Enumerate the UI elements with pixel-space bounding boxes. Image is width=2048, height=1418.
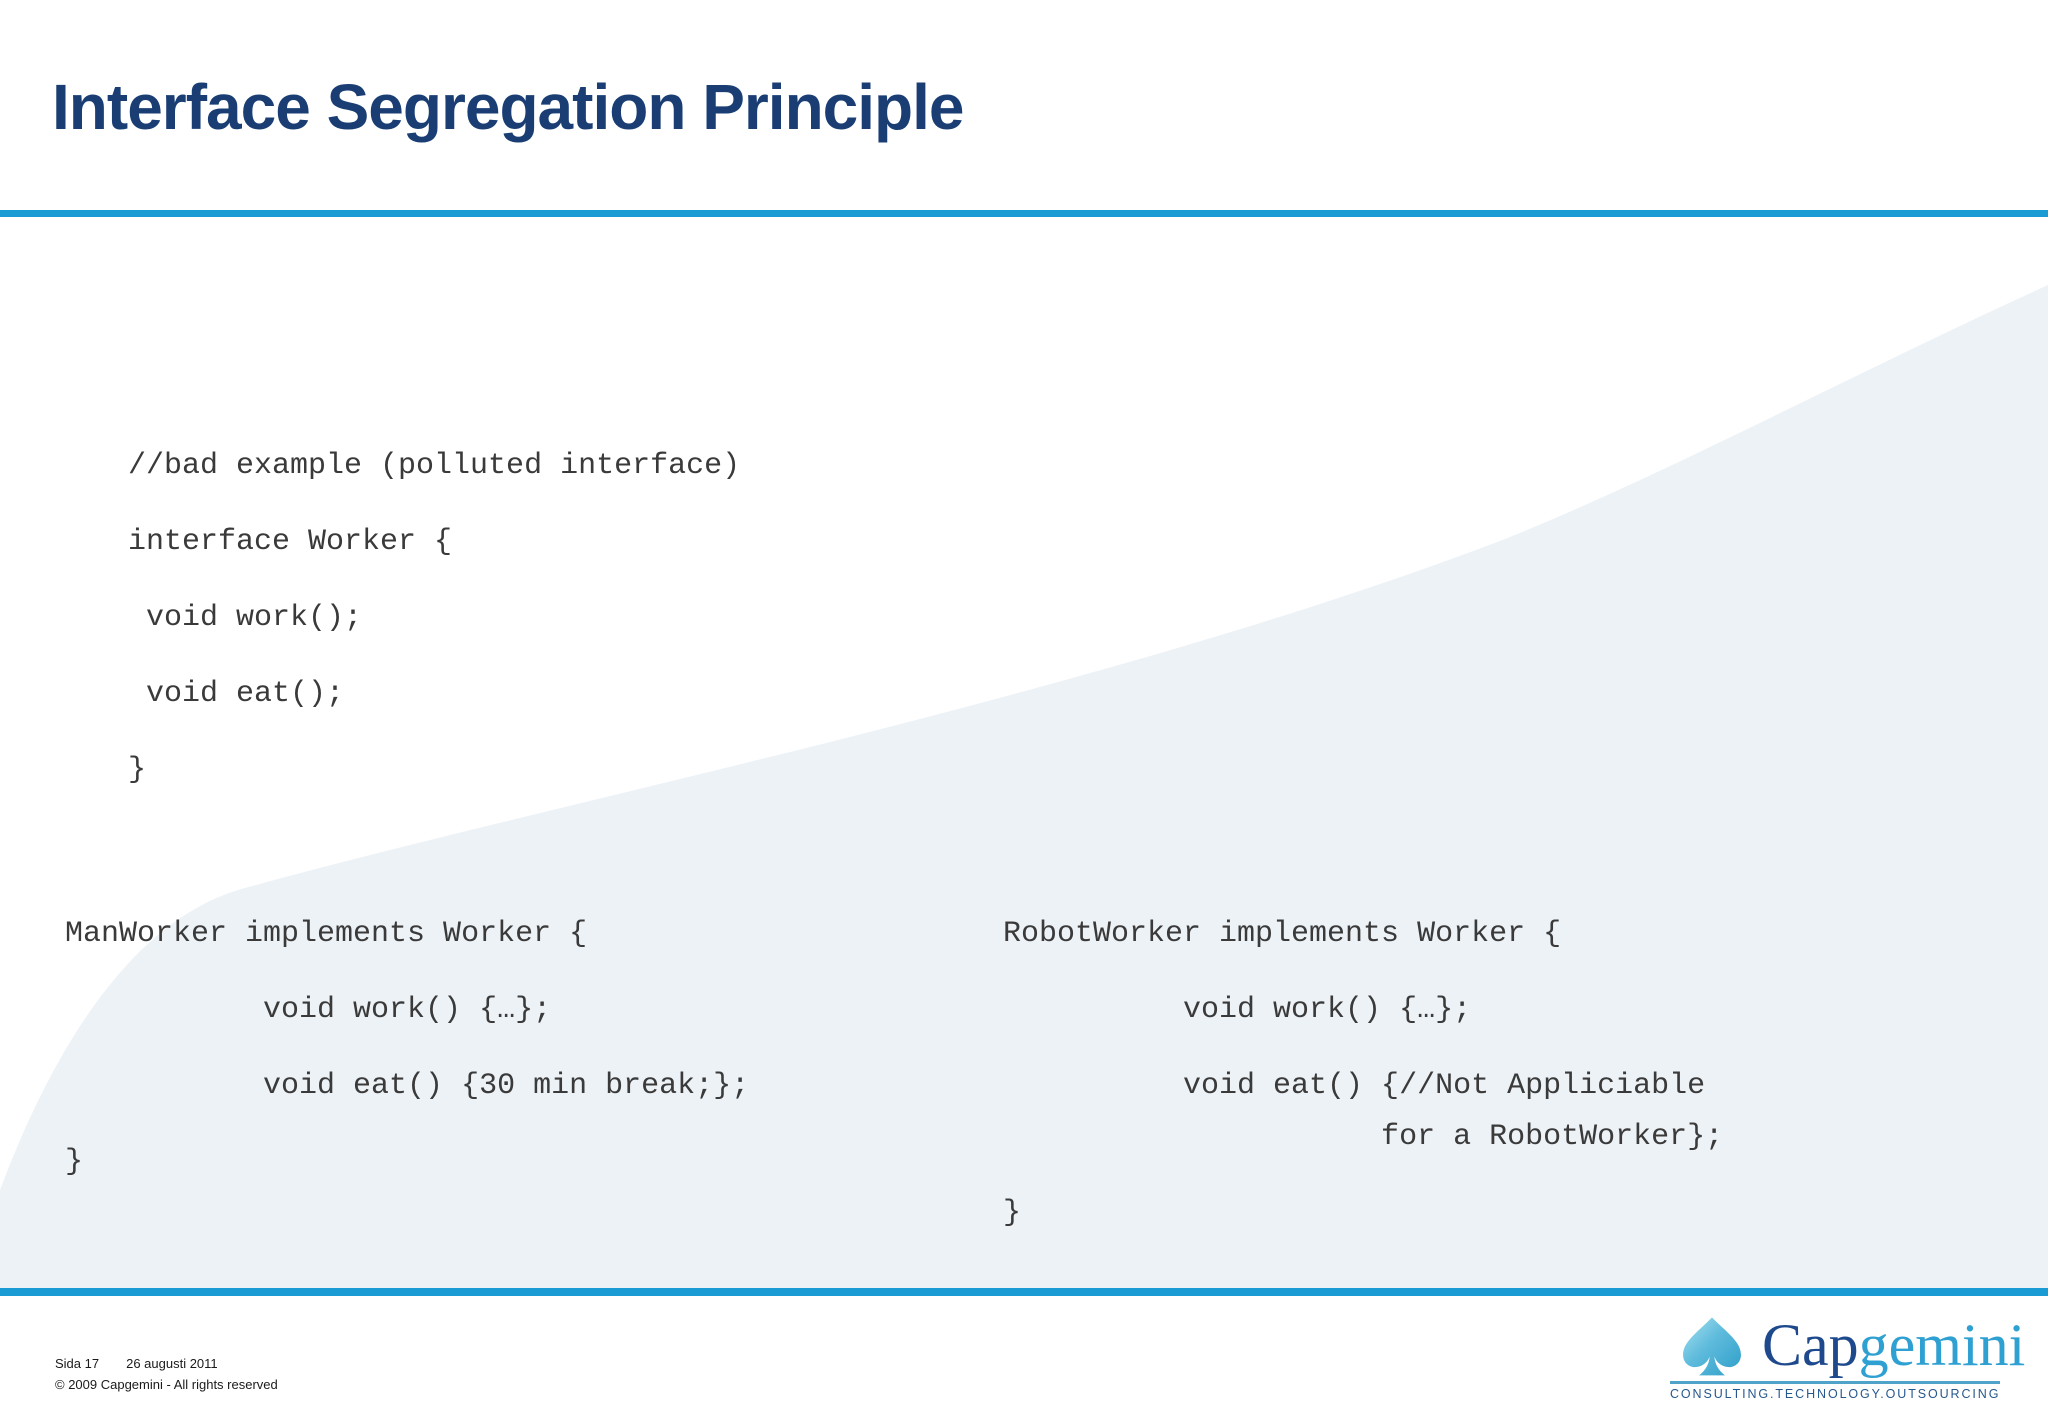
code-line: ManWorker implements Worker { (65, 917, 588, 951)
capgemini-spade-icon (1683, 1317, 1741, 1376)
logo-tagline: CONSULTING.TECHNOLOGY.OUTSOURCING (1670, 1387, 2001, 1401)
code-line: } (1003, 1196, 1022, 1230)
wordmark-gemini: gemini (1858, 1312, 2026, 1378)
footer-divider-line (0, 1288, 2048, 1296)
page-title: Interface Segregation Principle (52, 71, 964, 143)
code-block-robotworker: RobotWorker implements Worker { void wor… (1003, 896, 1723, 1251)
code-line: } (65, 1145, 84, 1179)
code-line: void eat() {//Not Appliciable (1003, 1069, 1706, 1103)
code-line: void eat() {30 min break;}; (65, 1069, 750, 1103)
capgemini-logo: Capgemini CONSULTING.TECHNOLOGY.OUTSOURC… (1668, 1313, 2025, 1409)
footer-date: 26 augusti 2011 (126, 1356, 218, 1371)
footer-copyright: © 2009 Capgemini - All rights reserved (55, 1377, 278, 1392)
wordmark-cap: Cap (1762, 1312, 1859, 1378)
footer-page-info: Sida 17 26 augusti 2011 (55, 1355, 218, 1372)
code-line: for a RobotWorker}; (1003, 1120, 1724, 1154)
code-line: void work(); (128, 601, 363, 635)
capgemini-wordmark: Capgemini (1762, 1313, 2025, 1377)
code-line: //bad example (polluted interface) (128, 449, 741, 483)
logo-divider-line (1670, 1381, 2000, 1384)
code-line: } (128, 753, 147, 787)
code-line: interface Worker { (128, 525, 453, 559)
footer-page-number: Sida 17 (55, 1356, 100, 1371)
code-line: void work() {…}; (65, 993, 552, 1027)
code-block-polluted-interface: //bad example (polluted interface) interf… (128, 428, 740, 808)
code-block-manworker: ManWorker implements Worker { void work(… (65, 896, 749, 1200)
title-divider-line (0, 210, 2048, 217)
code-line: RobotWorker implements Worker { (1003, 917, 1562, 951)
code-line: void work() {…}; (1003, 993, 1472, 1027)
code-line: void eat(); (128, 677, 345, 711)
